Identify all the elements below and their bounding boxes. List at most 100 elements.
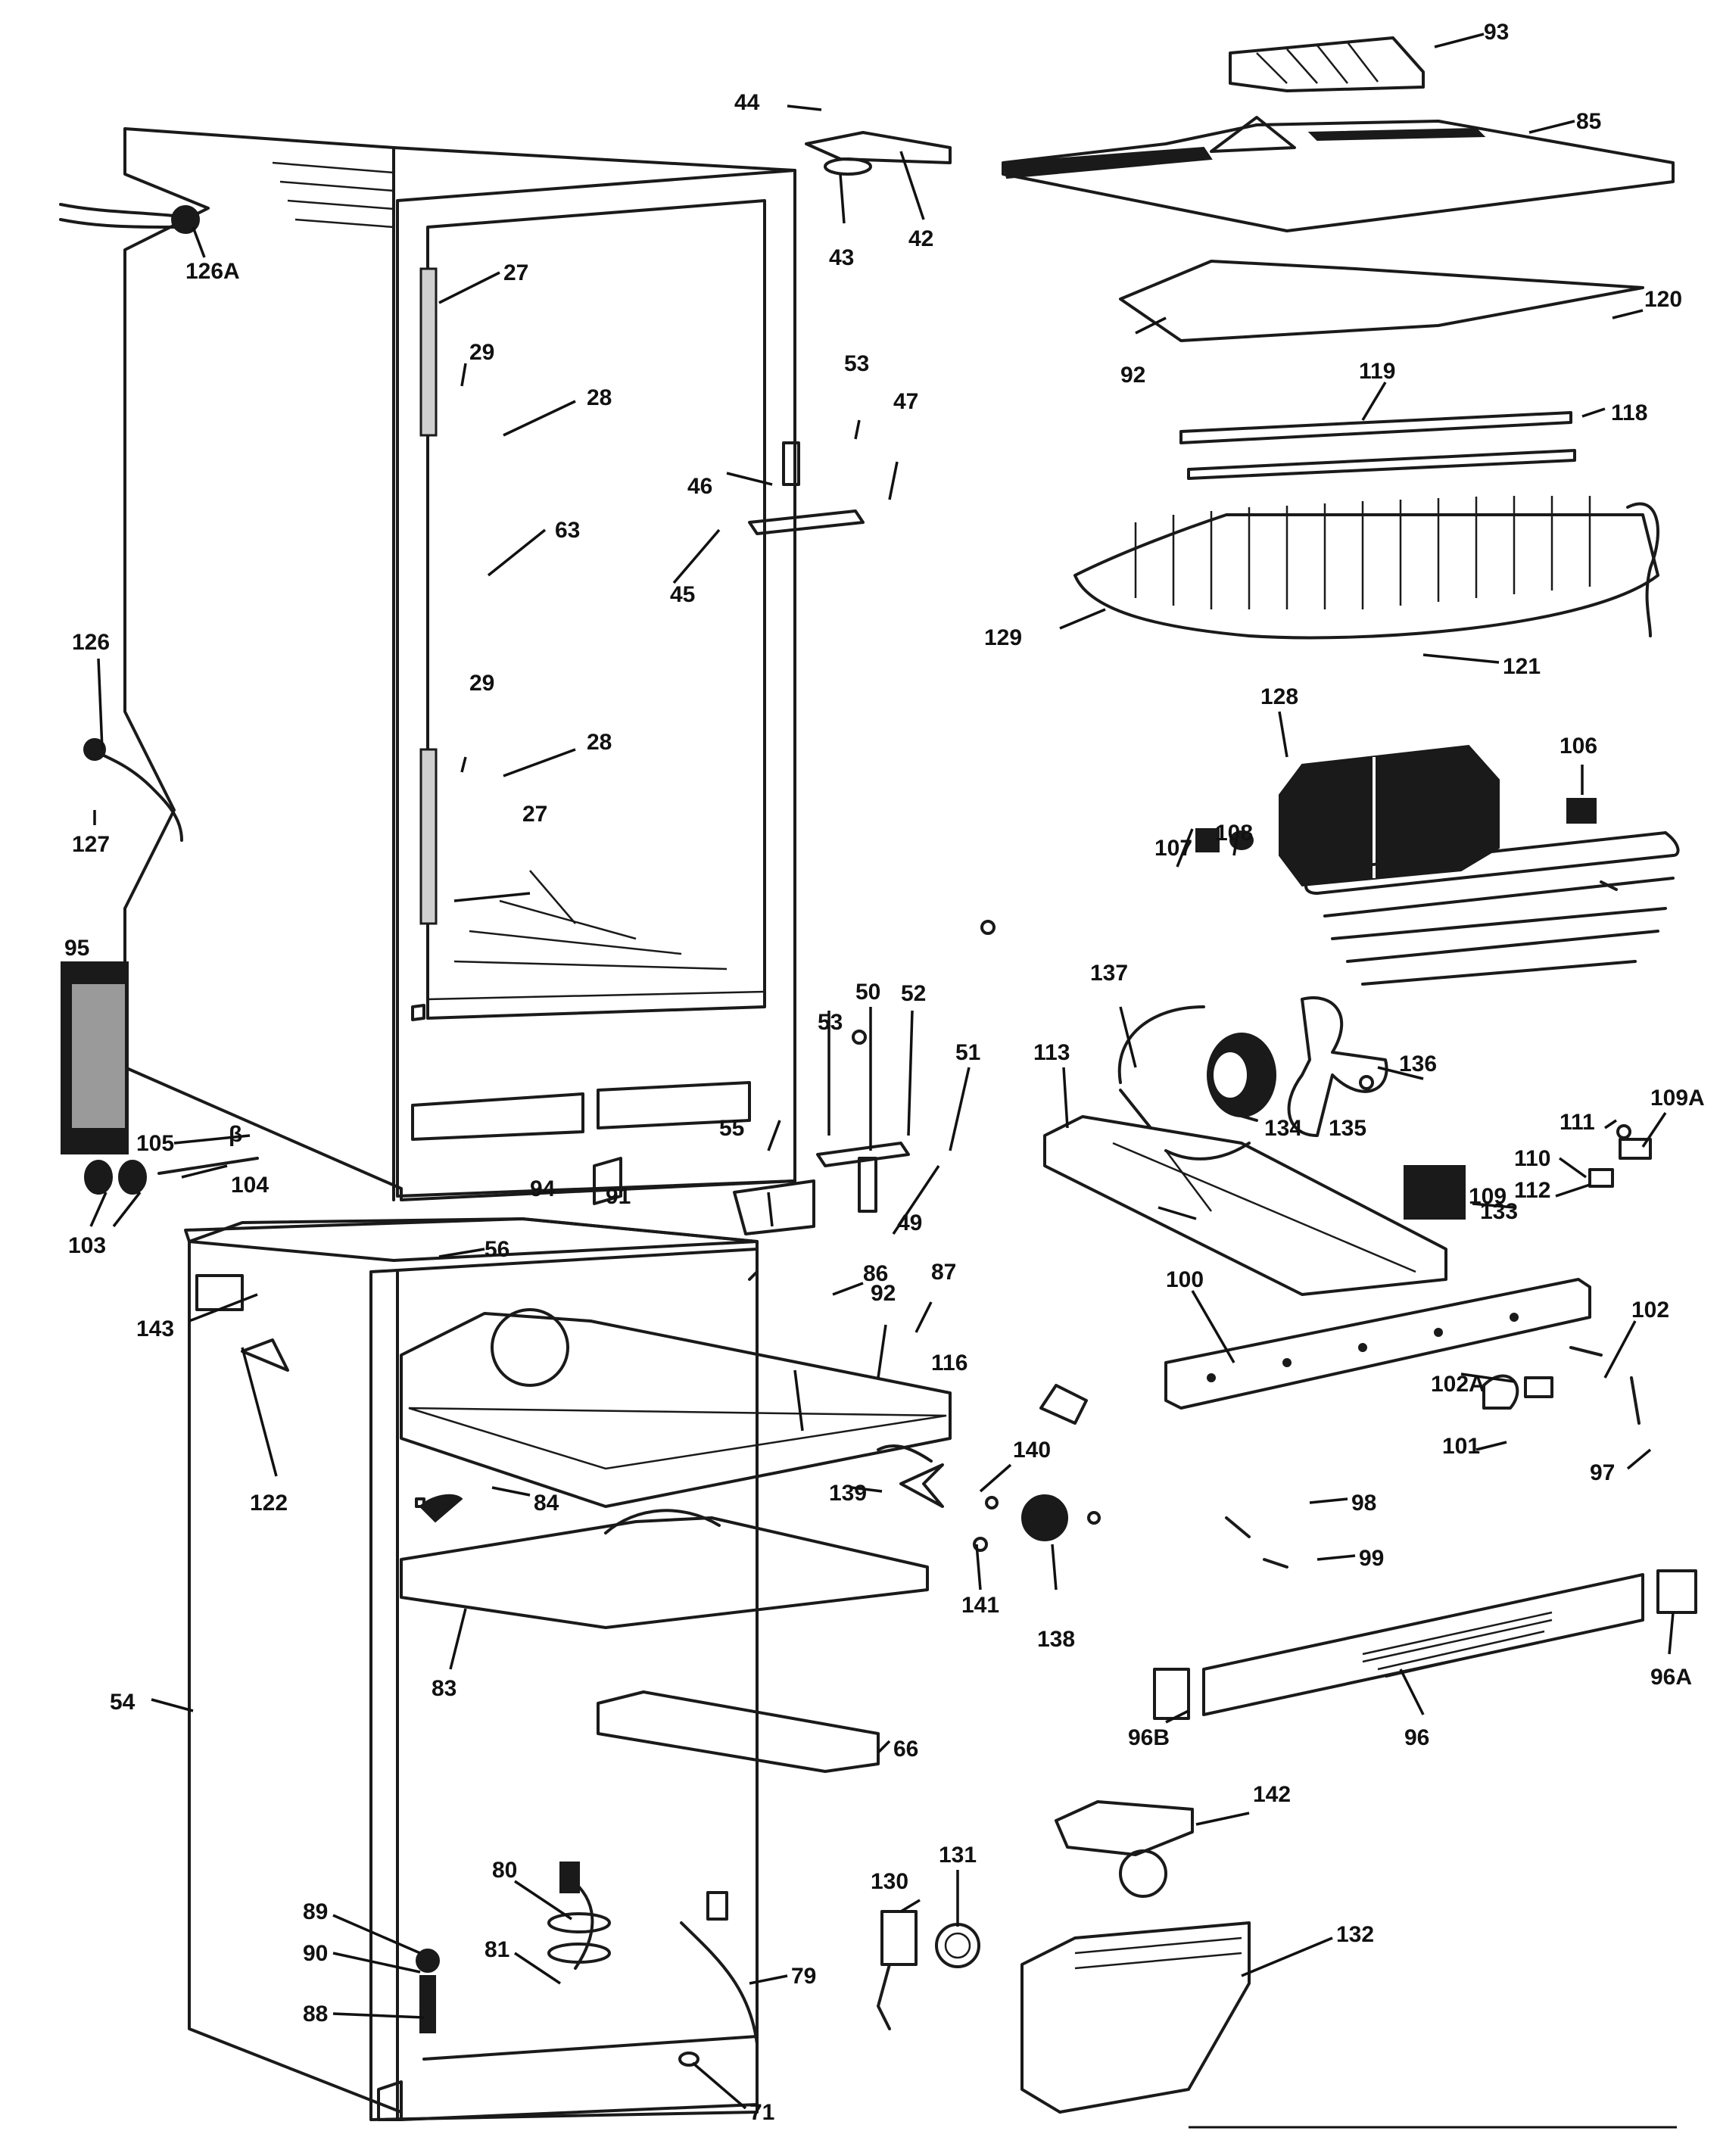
condenser	[1304, 831, 1680, 986]
label-71: 71	[749, 2100, 774, 2125]
leader-lines	[89, 33, 1675, 2110]
label-27-upper: 27	[503, 260, 528, 285]
label-139: 139	[829, 1481, 867, 1506]
fan-139	[899, 1463, 944, 1508]
label-96B: 96B	[1128, 1725, 1170, 1750]
label-121: 121	[1503, 654, 1541, 679]
label-89: 89	[303, 1899, 328, 1924]
label-53-upper: 53	[844, 351, 869, 376]
label-118: 118	[1611, 400, 1647, 425]
label-50: 50	[855, 980, 880, 1005]
label-128: 128	[1260, 684, 1298, 709]
label-63: 63	[555, 518, 580, 543]
label-91: 91	[606, 1184, 631, 1209]
label-98: 98	[1351, 1491, 1376, 1516]
label-135: 135	[1329, 1116, 1366, 1141]
timer-133	[1404, 1165, 1466, 1220]
label-116: 116	[931, 1351, 968, 1376]
label-109A: 109A	[1650, 1086, 1705, 1111]
label-103: 103	[68, 1233, 106, 1258]
label-79: 79	[791, 1964, 816, 1989]
evaporator-baffle-92	[1119, 260, 1644, 342]
label-43: 43	[829, 245, 854, 270]
label-107: 107	[1154, 836, 1192, 861]
label-142: 142	[1253, 1782, 1291, 1807]
label-126: 126	[72, 630, 110, 655]
label-101: 101	[1442, 1434, 1480, 1459]
label-28-lower: 28	[587, 730, 612, 755]
label-131: 131	[939, 1843, 977, 1868]
evaporator-129	[1073, 496, 1659, 640]
label-88: 88	[303, 2002, 328, 2027]
fan-shroud-137	[1117, 1005, 1251, 1161]
label-27-lower: 27	[522, 802, 547, 827]
label-94: 94	[530, 1176, 556, 1201]
label-108: 108	[1215, 821, 1253, 846]
label-120: 120	[1644, 287, 1682, 312]
grille-132	[1020, 1921, 1251, 2114]
bar-119	[1179, 411, 1576, 480]
label-122: 122	[250, 1491, 288, 1516]
label-134: 134	[1264, 1116, 1302, 1141]
label-130: 130	[871, 1869, 908, 1894]
label-49: 49	[897, 1210, 922, 1235]
label-136: 136	[1399, 1052, 1437, 1076]
small-hardware	[84, 131, 1652, 2067]
upper-cabinet	[59, 127, 796, 1201]
label-86: 86	[863, 1261, 888, 1286]
kickplate-96	[1153, 1569, 1697, 1720]
label-beta: β	[229, 1122, 242, 1147]
label-137: 137	[1090, 961, 1128, 986]
label-106: 106	[1560, 734, 1597, 759]
label-56: 56	[485, 1237, 509, 1262]
label-92-lower: 92	[871, 1281, 896, 1306]
control-130	[877, 1910, 918, 2030]
label-87: 87	[931, 1260, 956, 1285]
label-42: 42	[908, 226, 933, 251]
drain-pan-113	[1043, 1115, 1447, 1296]
label-52: 52	[901, 981, 926, 1006]
label-126A: 126A	[185, 259, 240, 284]
label-97: 97	[1590, 1460, 1615, 1485]
grille-93	[1229, 36, 1425, 92]
label-54: 54	[110, 1690, 136, 1715]
roller-142	[1055, 1800, 1194, 1898]
label-132: 132	[1336, 1922, 1374, 1947]
label-143: 143	[136, 1316, 174, 1341]
bracket-100	[1164, 1278, 1591, 1410]
label-96: 96	[1404, 1725, 1429, 1750]
compressor-128	[1279, 744, 1500, 887]
label-28-upper: 28	[587, 385, 612, 410]
label-47: 47	[893, 389, 918, 414]
label-90: 90	[303, 1941, 328, 1966]
label-83: 83	[432, 1676, 456, 1701]
label-100: 100	[1166, 1267, 1204, 1292]
label-92-upper: 92	[1120, 363, 1145, 388]
label-81: 81	[485, 1937, 509, 1962]
label-51: 51	[955, 1040, 980, 1065]
label-127: 127	[72, 832, 110, 857]
label-45: 45	[670, 582, 695, 607]
label-80: 80	[492, 1858, 517, 1883]
label-66: 66	[893, 1737, 918, 1762]
label-138: 138	[1037, 1627, 1075, 1652]
label-53-lower: 53	[818, 1010, 843, 1035]
label-133: 133	[1480, 1199, 1518, 1224]
knob-131	[935, 1923, 980, 1968]
label-84: 84	[534, 1491, 559, 1516]
label-112: 112	[1514, 1178, 1550, 1203]
label-129: 129	[984, 625, 1022, 650]
label-111: 111	[1560, 1110, 1595, 1135]
label-109: 109	[1469, 1184, 1507, 1209]
evaporator-cover-85	[1002, 116, 1675, 232]
label-104: 104	[231, 1173, 269, 1198]
label-29-lower: 29	[469, 671, 494, 696]
label-93: 93	[1484, 20, 1509, 45]
lower-cabinet	[184, 1217, 952, 2121]
fan-blade-135	[1287, 996, 1388, 1137]
label-105: 105	[136, 1131, 174, 1156]
fan-motor-134	[1207, 1033, 1276, 1117]
part-labels: 93 85 44 42 43 126A 27 29 28 53 47 46 45…	[64, 20, 1705, 2125]
label-119: 119	[1359, 359, 1395, 384]
